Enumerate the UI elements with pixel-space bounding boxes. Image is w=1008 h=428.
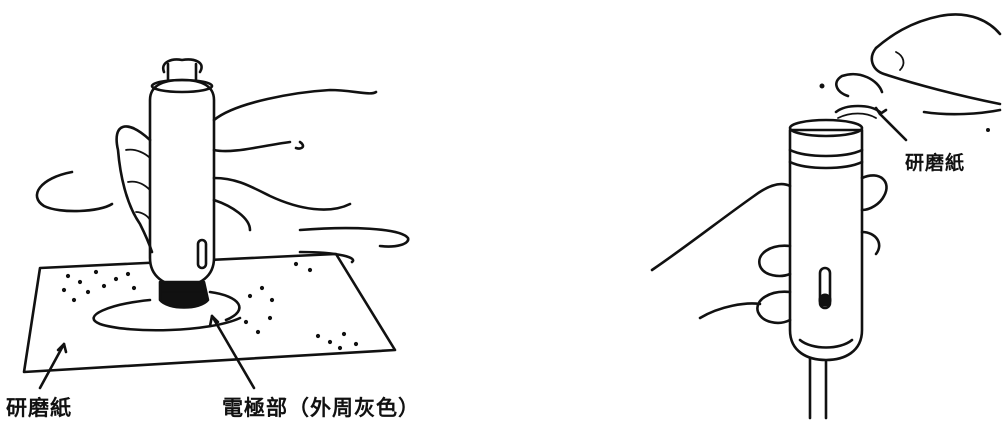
hand-left-thumb: [212, 198, 252, 232]
left-panel-illustration: [22, 58, 410, 390]
hand-left-finger-2: [212, 140, 292, 153]
hand-left-finger-1: [212, 88, 378, 122]
electrode-connector-left: [166, 62, 198, 82]
leader-line-sandpaper-left: [38, 342, 66, 390]
grit-dot-1: [819, 83, 825, 89]
sandpaper-grit-left: [61, 261, 359, 351]
hand-left-wrist: [294, 140, 305, 150]
electrode-body-right: [788, 128, 864, 362]
hand-right-lower-thumb-2: [860, 230, 881, 256]
hand-right-lower-fingers-2: [756, 290, 792, 325]
hand-right-upper-knuckle: [895, 51, 905, 71]
polishing-swirl-inner: [92, 298, 242, 332]
hand-right-lower-palm: [698, 302, 762, 320]
electrode-body-left: [148, 78, 216, 288]
electrode-band-right: [788, 148, 864, 158]
motion-swirl-right-2: [298, 250, 355, 264]
electrode-neck-right: [798, 338, 854, 349]
connector-loop-left: [161, 58, 203, 74]
label-sandpaper-left: 研磨紙: [6, 396, 72, 420]
hand-right-upper-finger: [835, 72, 884, 98]
polishing-swirl-outer: [208, 290, 241, 322]
hand-left-knuckle-1: [125, 148, 151, 159]
leader-arrow-electrode: [208, 314, 220, 328]
hand-right-lower-fingers: [758, 244, 792, 278]
label-sandpaper-right: 研磨紙: [905, 152, 966, 174]
sandpaper-piece-right-2: [837, 112, 877, 119]
leader-arrow-sandpaper-left: [56, 342, 68, 354]
sandpaper-piece-right: [834, 104, 882, 114]
leader-line-sandpaper-right: [878, 112, 908, 142]
right-panel-illustration: [650, 13, 1002, 420]
grit-dot-2: [986, 128, 990, 132]
hand-left-palm: [115, 125, 154, 254]
electrode-knob-right: [818, 293, 832, 307]
hand-right-upper-arm: [874, 13, 1002, 50]
electrode-slot-right: [818, 266, 832, 310]
hand-right-upper-palm: [922, 108, 1002, 116]
hand-left-knuckle-3: [135, 211, 151, 221]
electrode-cap-left: [150, 78, 214, 94]
leader-arrow-sandpaper-right: [874, 106, 888, 116]
hand-right-upper-fingers: [870, 46, 1002, 106]
motion-swirl-right: [298, 226, 410, 248]
hand-left-finger-3: [212, 176, 352, 211]
hand-right-lower-thumb: [860, 174, 888, 212]
electrode-cable-right: [808, 354, 828, 420]
motion-swirl-left: [35, 170, 114, 213]
electrode-slot-left: [196, 238, 208, 270]
hand-right-lower-arm: [650, 182, 792, 272]
label-electrode-part: 電極部（外周灰色）: [222, 396, 420, 420]
electrode-band-right-2: [788, 160, 864, 170]
hand-left-knuckle-2: [127, 180, 151, 191]
electrode-top-right: [788, 118, 864, 138]
leader-line-electrode: [210, 314, 256, 390]
electrode-tip-left: [158, 280, 210, 309]
sandpaper-sheet-left: [22, 252, 397, 374]
